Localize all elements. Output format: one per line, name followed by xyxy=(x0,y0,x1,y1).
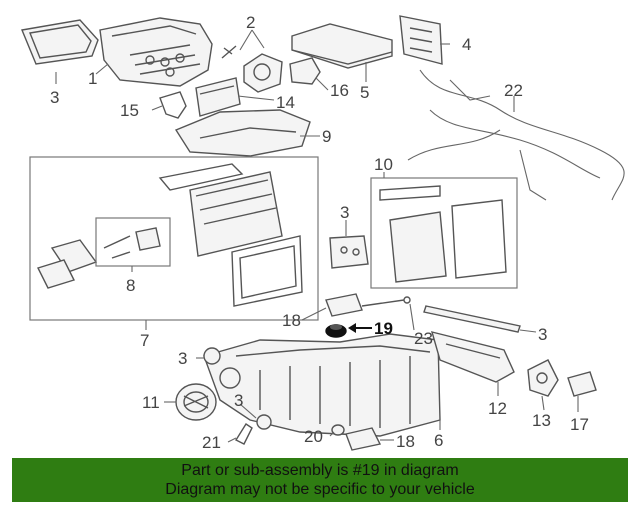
part-filter xyxy=(291,23,393,69)
part-duct-9 xyxy=(174,109,311,157)
part-evaporator xyxy=(158,163,283,257)
callout-10: 10 xyxy=(374,155,393,174)
part-actuator-2 xyxy=(221,45,283,93)
callout-5: 5 xyxy=(360,83,369,102)
part-resistor-20 xyxy=(331,424,345,436)
callout-19: 19 xyxy=(374,319,393,338)
callout-3-bushing: 3 xyxy=(178,349,187,368)
part-seal-top-left xyxy=(21,19,99,65)
part-valve-8 xyxy=(103,227,161,259)
part-drain-tube xyxy=(234,423,253,445)
part-clip-15 xyxy=(159,91,187,119)
callout-3-right: 3 xyxy=(538,325,547,344)
part-wire-harness xyxy=(407,69,625,201)
callout-18-upper: 18 xyxy=(282,311,301,330)
callout-1: 1 xyxy=(88,69,97,88)
part-module-14 xyxy=(195,77,241,117)
info-banner: Part or sub-assembly is #19 in diagram D… xyxy=(12,458,628,502)
part-19-highlighted xyxy=(325,323,372,338)
callout-22: 22 xyxy=(504,81,523,100)
part-grommet-small xyxy=(256,414,272,430)
part-gasket-mid xyxy=(329,235,369,269)
part-duct-12 xyxy=(430,331,515,383)
part-upper-case xyxy=(99,17,213,87)
part-blower-motor xyxy=(175,383,217,421)
callout-4: 4 xyxy=(462,35,471,54)
group-box-7 xyxy=(29,156,319,321)
part-lower-case xyxy=(203,333,441,437)
leader-lines xyxy=(55,29,579,443)
part-seals-7 xyxy=(37,239,98,289)
part-screw-23 xyxy=(361,296,411,307)
part-sensor-18a xyxy=(325,293,363,317)
callout-15: 15 xyxy=(120,101,139,120)
part-sensor-18b xyxy=(345,427,382,451)
group-box-8 xyxy=(95,217,171,267)
callout-18-lower: 18 xyxy=(396,432,415,451)
part-actuator-16 xyxy=(289,57,321,85)
part-seal-strip-right xyxy=(423,305,521,333)
callout-17: 17 xyxy=(570,415,589,434)
callout-14: 14 xyxy=(276,93,295,112)
callout-16: 16 xyxy=(330,81,349,100)
callout-21: 21 xyxy=(202,433,221,452)
callout-12: 12 xyxy=(488,399,507,418)
callout-9: 9 xyxy=(322,127,331,146)
callout-23: 23 xyxy=(414,329,433,348)
callout-6: 6 xyxy=(434,431,443,450)
part-bushing xyxy=(203,347,221,365)
part-bracket-4 xyxy=(399,15,443,65)
group-box-10 xyxy=(370,177,518,289)
part-frame-7 xyxy=(231,235,303,307)
part-actuator-17 xyxy=(567,371,597,397)
callout-8: 8 xyxy=(126,276,135,295)
callout-20: 20 xyxy=(304,427,323,446)
banner-line-disclaimer: Diagram may not be specific to your vehi… xyxy=(165,481,475,498)
callout-7: 7 xyxy=(140,331,149,350)
callout-13: 13 xyxy=(532,411,551,430)
callout-labels: 1 2 3 3 3 3 3 4 5 6 7 8 9 10 11 12 13 14… xyxy=(50,13,589,452)
banner-line-part: Part or sub-assembly is #19 in diagram xyxy=(181,462,459,479)
callout-3-mid: 3 xyxy=(340,203,349,222)
part-actuator-13 xyxy=(527,359,559,397)
callout-11: 11 xyxy=(142,393,160,412)
callout-3-top-left: 3 xyxy=(50,88,59,107)
callout-2: 2 xyxy=(246,13,255,32)
part-heater-core xyxy=(379,185,507,283)
callout-3-grommet: 3 xyxy=(234,391,243,410)
